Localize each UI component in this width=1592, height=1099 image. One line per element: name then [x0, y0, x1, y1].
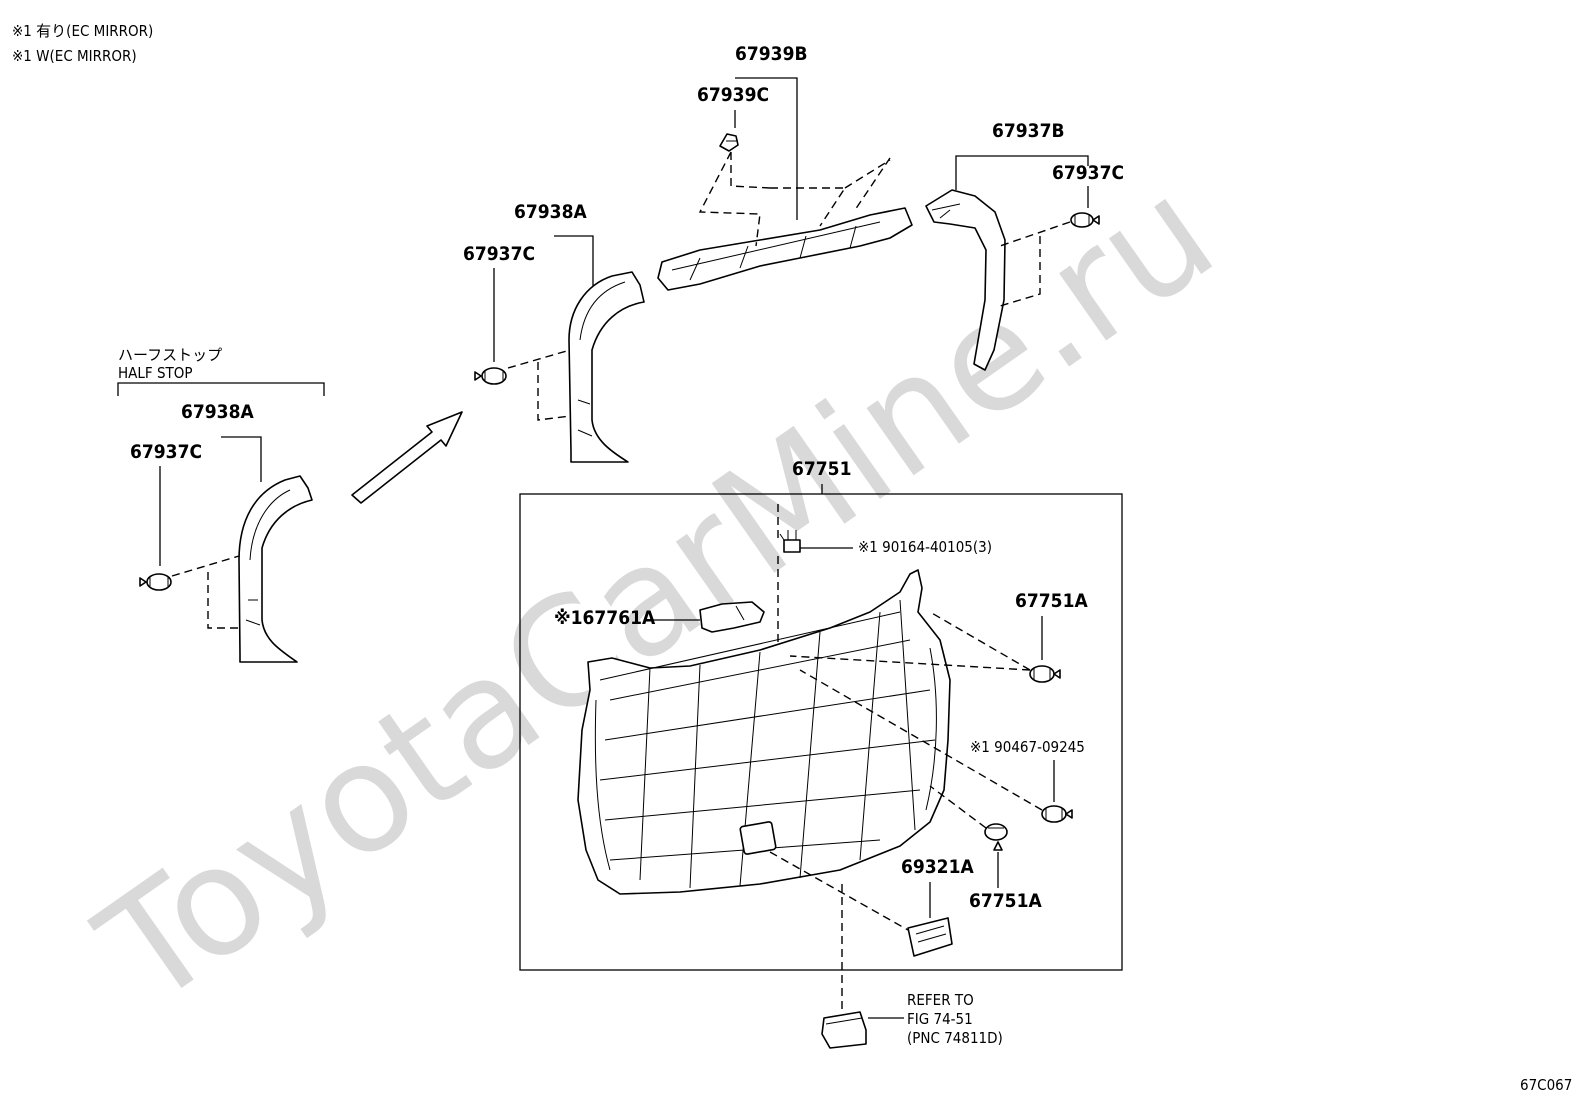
upper-clip-icon [474, 367, 507, 385]
refer-line-1: REFER TO [907, 991, 974, 1009]
note-line-1: ※1 有り(EC MIRROR) [12, 22, 153, 40]
part-67938a-leader [554, 235, 594, 290]
mirror-cover [699, 601, 765, 633]
part-67937c-left-label: 67937C [463, 243, 535, 265]
handle-dash [769, 851, 909, 1010]
part-67937b-leader [955, 155, 1089, 190]
door-handle-ref [821, 1011, 867, 1049]
part-67938a-label: 67938A [514, 201, 587, 223]
figure-code: 67C067 [1520, 1076, 1572, 1094]
part-67751a-top-label: 67751A [1015, 590, 1088, 612]
clip-67751a-bottom-icon [984, 823, 1008, 851]
pillar-67938a-group: 67938A 67937C [463, 201, 645, 463]
half-stop-en-label: HALF STOP [118, 364, 193, 382]
upper-pillar-trim [568, 271, 645, 463]
door-trim-box [519, 493, 1123, 971]
half-stop-clip-label: 67937C [130, 441, 202, 463]
part-90467-label: ※1 90467-09245 [970, 738, 1085, 756]
clip-67751a-top-icon [1029, 665, 1061, 683]
header-trim [657, 207, 913, 291]
trim-67937b-group: 67937B 67937C [925, 120, 1124, 371]
door-trim-67751-group: 67751 ※1 90164-40105(3) ※167761A 67751A [519, 458, 1123, 1010]
right-pillar-trim [925, 189, 1006, 371]
refer-line-3: (PNC 74811D) [907, 1029, 1003, 1047]
note-line-2: ※1 W(EC MIRROR) [12, 47, 137, 65]
half-stop-dash [171, 555, 240, 629]
right-clip-icon [1070, 212, 1100, 228]
clip-90467-icon [1041, 805, 1073, 823]
header-dash [698, 151, 891, 247]
arrow-icon [351, 411, 463, 504]
part-69321a-label: 69321A [901, 856, 974, 878]
half-stop-group: ハーフストップ HALF STOP 67938A 67937C [117, 346, 325, 663]
half-stop-pillar-trim [238, 475, 313, 663]
part-67937b-label: 67937B [992, 120, 1065, 142]
part-67939b-leader [735, 77, 798, 220]
half-stop-part-label: 67938A [181, 401, 254, 423]
door-handle-opening [739, 821, 777, 855]
upper-pillar-dash [507, 349, 571, 421]
half-stop-jp-label: ハーフストップ [118, 346, 222, 364]
clip-90467-dash [799, 669, 1043, 811]
part-67751a-bottom-label: 67751A [969, 890, 1042, 912]
half-stop-part-leader [221, 436, 262, 482]
part-67939c-label: 67939C [697, 84, 769, 106]
half-stop-bracket [117, 382, 325, 396]
part-67751-label: 67751 [792, 458, 851, 480]
part-67939b-label: 67939B [735, 43, 808, 65]
refer-line-2: FIG 74-51 [907, 1010, 973, 1028]
part-90164-label: ※1 90164-40105(3) [858, 538, 992, 556]
header-67939b-group: 67939B 67939C [657, 43, 913, 291]
part-67761a-label: ※167761A [554, 607, 656, 629]
half-stop-clip-icon [139, 573, 172, 591]
part-67937c-right-label: 67937C [1052, 162, 1124, 184]
clip-bottom-dash [929, 785, 987, 829]
header-clip-icon [719, 133, 739, 152]
right-trim-dash [999, 221, 1071, 307]
screw-icon [779, 530, 801, 553]
handle-cover [907, 917, 953, 957]
clip-top-dash [789, 611, 1031, 671]
